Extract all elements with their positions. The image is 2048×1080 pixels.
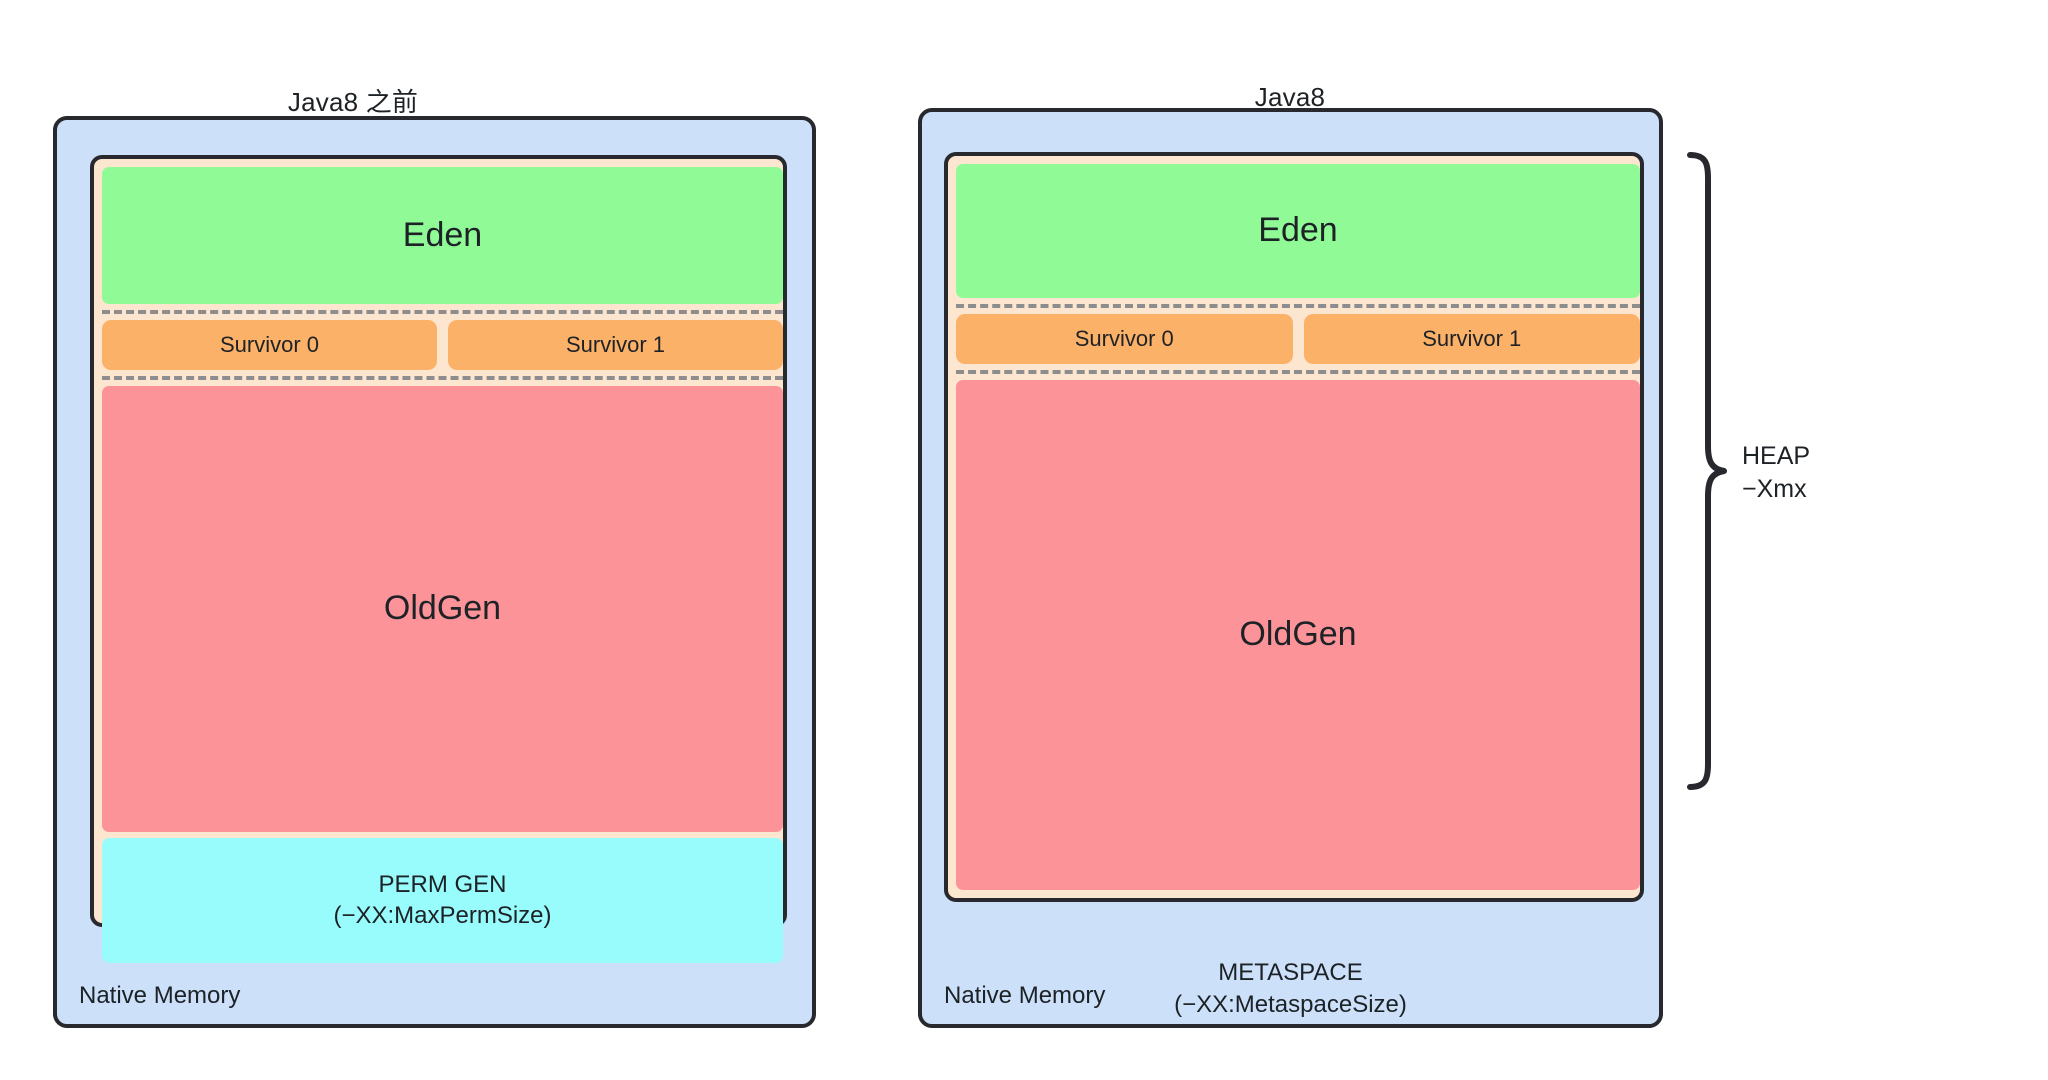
- heap-brace-label: HEAP −Xmx: [1742, 442, 1811, 503]
- right-survivor-1: Survivor 1: [1303, 314, 1640, 364]
- left-panel-title: Java8 之前: [287, 87, 419, 117]
- left-permgen-block: PERM GEN (−XX:MaxPermSize): [102, 838, 783, 963]
- left-eden-block: Eden: [102, 167, 783, 304]
- left-heap-container: Eden Survivor 0 Survivor 1 OldGen PERM G…: [90, 155, 787, 963]
- left-native-memory-panel: Eden Survivor 0 Survivor 1 OldGen PERM G…: [53, 116, 816, 1028]
- left-survivor-0: Survivor 0: [102, 320, 437, 370]
- right-oldgen-block: OldGen: [956, 380, 1640, 890]
- heap-brace: [1684, 152, 1730, 790]
- right-native-memory-label: Native Memory: [944, 982, 1106, 1009]
- right-survivor-0: Survivor 0: [956, 314, 1293, 364]
- right-heap-container: Eden Survivor 0 Survivor 1 OldGen: [944, 152, 1644, 902]
- left-oldgen-block: OldGen: [102, 386, 783, 832]
- left-survivor-1: Survivor 1: [448, 320, 783, 370]
- left-survivor-band: Survivor 0 Survivor 1: [102, 310, 783, 380]
- right-survivor-band: Survivor 0 Survivor 1: [956, 304, 1640, 374]
- right-native-memory-panel: Eden Survivor 0 Survivor 1 OldGen METASP…: [918, 108, 1663, 1028]
- right-metaspace-label: METASPACE (−XX:MetaspaceSize): [1174, 959, 1407, 1019]
- right-panel-title: Java8: [1254, 82, 1326, 112]
- heap-brace-icon: [1687, 152, 1727, 790]
- left-native-memory-label: Native Memory: [79, 982, 241, 1009]
- right-eden-block: Eden: [956, 164, 1640, 298]
